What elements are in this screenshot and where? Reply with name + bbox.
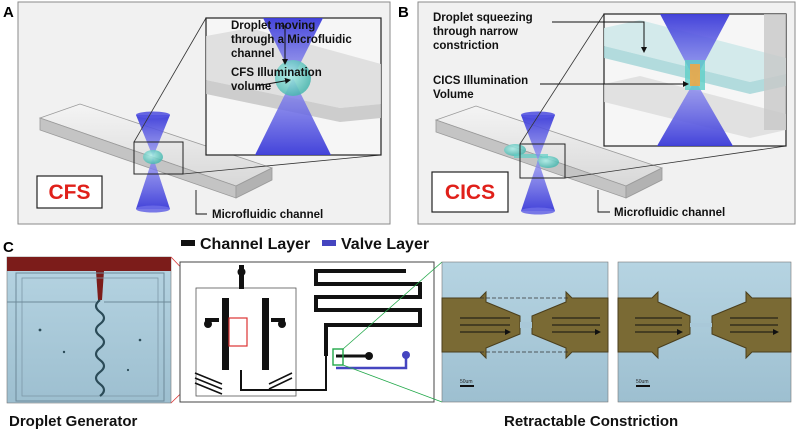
panel-b-zoom-box xyxy=(519,143,566,179)
chip-schematic xyxy=(179,261,435,403)
panel-a-beam-upper xyxy=(136,115,170,157)
panel-b-beam-upper xyxy=(521,115,555,160)
panel-b-badge-box xyxy=(431,171,509,213)
panel-b-arrow-top xyxy=(552,21,647,53)
panel-a-arrow-top xyxy=(281,25,288,65)
panel-b-channel xyxy=(434,105,664,199)
panel-a-inset xyxy=(205,17,382,156)
panel-b-callout-mid: CICS Illumination Volume xyxy=(433,75,531,101)
legend-channel-swatch xyxy=(181,240,195,246)
panel-a-channel-pointer xyxy=(195,190,207,215)
panel-b-letter: B xyxy=(398,4,409,21)
panel-c: C Channel Layer Valve Layer xyxy=(3,236,792,430)
panel-a-badge-box xyxy=(36,175,103,209)
panel-a-arrow-mid xyxy=(255,77,291,87)
panel-a-beam-lower xyxy=(136,157,170,209)
panel-a-callout-top: Droplet moving through a Microfluidic ch… xyxy=(231,20,355,60)
panel-b-inset xyxy=(603,13,787,147)
panel-b-channel-label: Microfluidic channel xyxy=(614,207,725,219)
panel-a-channel-label: Microfluidic channel xyxy=(212,209,323,221)
caption-retractable-constriction: Retractable Constriction xyxy=(504,413,678,430)
constriction-image-closed: 50um xyxy=(617,261,792,403)
panel-b-callout-top: Droplet squeezing through narrow constri… xyxy=(433,12,536,52)
legend-valve-swatch xyxy=(322,240,336,246)
panel-b: B Droplet squeezing t xyxy=(398,1,796,225)
panel-b-channel-pointer xyxy=(597,190,610,213)
legend-valve-label: Valve Layer xyxy=(341,236,429,253)
panel-a-badge: CFS xyxy=(49,181,91,204)
panel-a: A Droplet moving through a Microflui xyxy=(3,1,391,225)
panel-a-droplet xyxy=(143,150,163,164)
legend-channel-label: Channel Layer xyxy=(200,236,310,253)
panel-c-letter: C xyxy=(3,239,14,256)
droplet-generator-image xyxy=(6,256,172,404)
panel-b-beam-lower xyxy=(521,160,555,211)
constriction-image-open: 50um xyxy=(441,261,609,403)
scale-label-open: 50um xyxy=(460,379,473,385)
caption-droplet-generator: Droplet Generator xyxy=(9,413,138,430)
scale-label-closed: 50um xyxy=(636,379,649,385)
panel-b-badge: CICS xyxy=(445,181,495,204)
panel-a-zoom-box xyxy=(133,141,184,175)
panel-a-letter: A xyxy=(3,4,14,21)
panel-a-callout-mid: CFS Illumination volume xyxy=(231,67,325,93)
panel-b-droplet xyxy=(537,156,559,168)
